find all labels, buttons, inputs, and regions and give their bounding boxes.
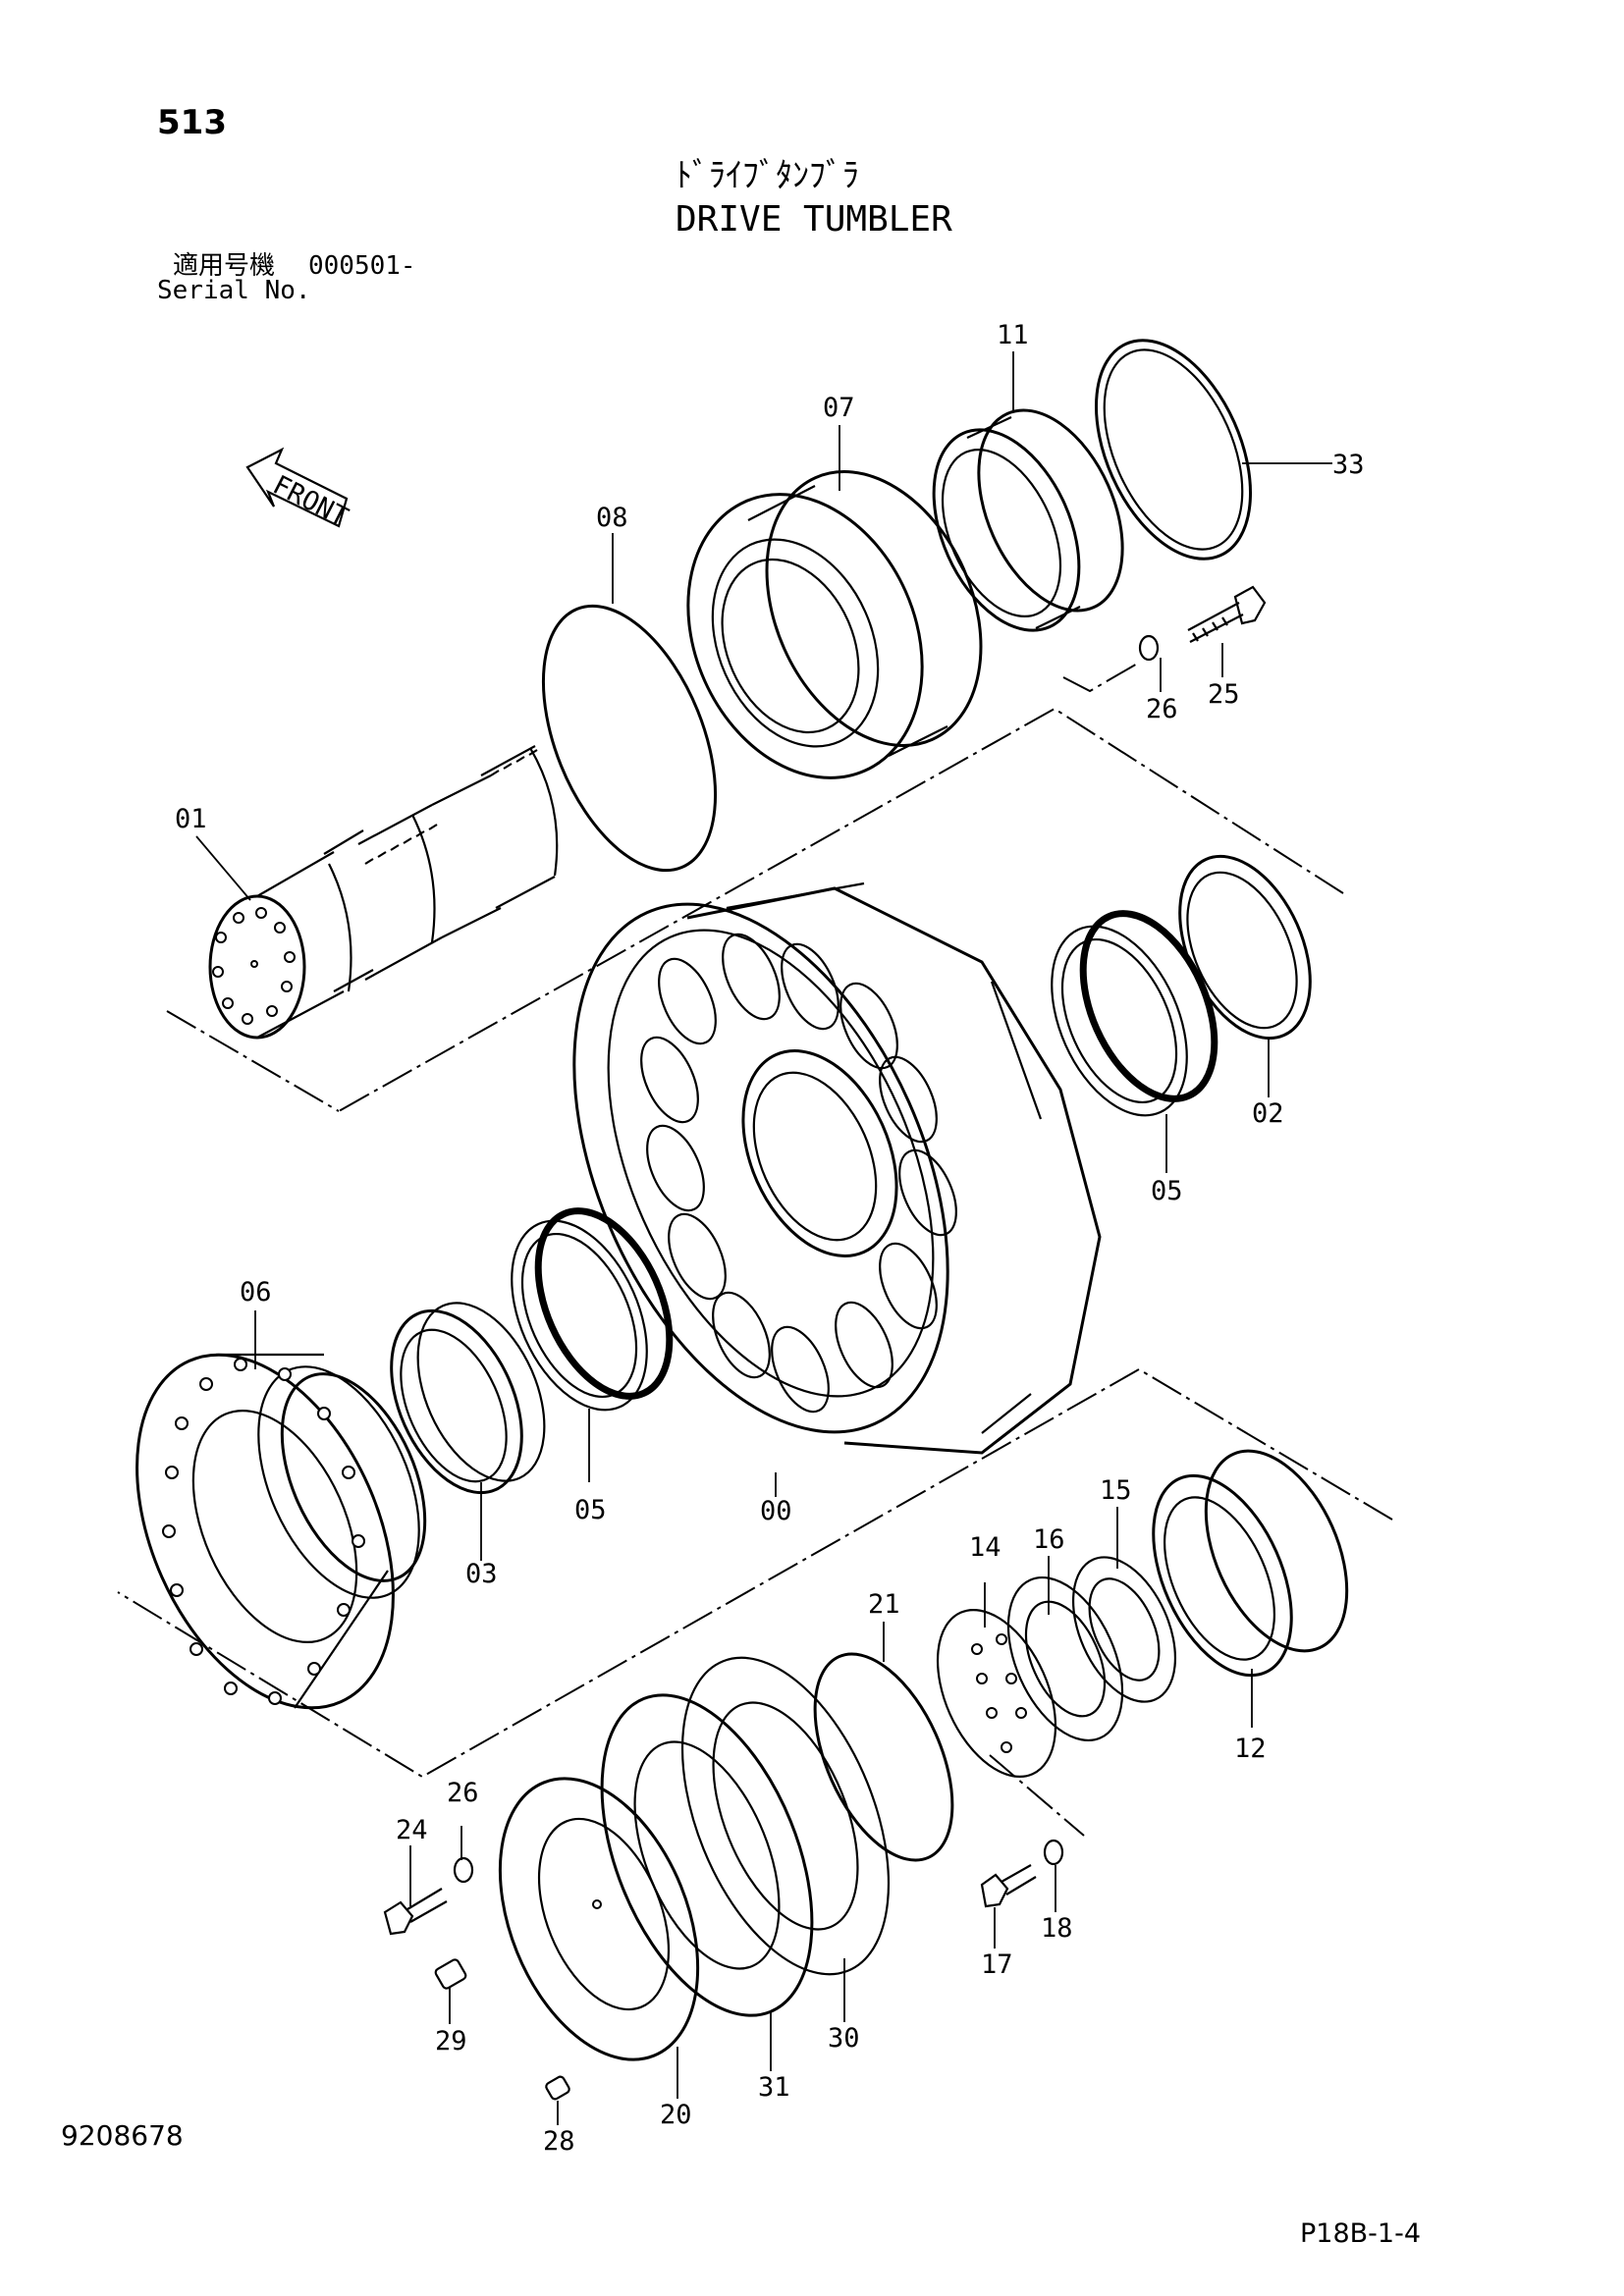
part-label-15: 15 [1100, 1475, 1132, 1506]
page-number: 513 [157, 103, 227, 142]
front-arrow-icon: FRONT [245, 447, 352, 534]
part-label-17: 17 [981, 1949, 1013, 1980]
part-label-21: 21 [868, 1589, 900, 1620]
ring-33 [1094, 339, 1253, 561]
part-label-12: 12 [1234, 1734, 1267, 1764]
part-label-07: 07 [823, 393, 855, 423]
part-label-20: 20 [660, 2100, 692, 2130]
bearing-11 [932, 408, 1124, 632]
front-arrow-label: FRONT [268, 470, 352, 534]
part-label-03: 03 [465, 1559, 498, 1589]
thrust-plate-14 [936, 1609, 1057, 1778]
serial-label-english: Serial No. [157, 276, 311, 305]
part-label-11: 11 [997, 320, 1029, 350]
o-ring-08 [541, 604, 718, 873]
part-label-08: 08 [596, 503, 628, 533]
plug-29 [434, 1958, 467, 1990]
plug-28 [545, 2075, 570, 2101]
part-label-02: 02 [1252, 1098, 1284, 1129]
part-label-26-lower: 26 [447, 1778, 479, 1808]
title-english: DRIVE TUMBLER [676, 199, 952, 240]
washer-26-upper [1138, 634, 1160, 662]
shaft-part [208, 745, 559, 1040]
leader-lines [195, 351, 1332, 2125]
part-label-26-upper: 26 [1146, 694, 1178, 724]
part-label-01: 01 [175, 804, 207, 834]
bolt-17 [980, 1864, 1037, 1908]
title-japanese: ﾄﾞﾗｲﾌﾞﾀﾝﾌﾞﾗ [676, 156, 859, 195]
shim-16 [1006, 1575, 1124, 1742]
bolt-24 [383, 1888, 448, 1936]
part-label-33: 33 [1332, 450, 1365, 480]
part-label-00: 00 [760, 1496, 792, 1526]
flange-06 [135, 1353, 427, 1710]
floating-seal-05-lower [511, 1207, 674, 1412]
part-label-31: 31 [758, 2072, 790, 2103]
part-label-16: 16 [1033, 1524, 1065, 1555]
drive-tumbler-00 [572, 881, 1102, 1455]
part-label-06: 06 [240, 1277, 272, 1308]
assembly-boundary-lines [117, 662, 1393, 1837]
washer-26-lower [453, 1856, 474, 1884]
serial-value: 000501- [308, 251, 416, 281]
bearing-12 [1152, 1449, 1349, 1678]
o-ring-21 [813, 1652, 954, 1862]
serial-label-japanese: 適用号機 [173, 251, 276, 281]
part-label-05-lower: 05 [574, 1495, 607, 1525]
part-label-18: 18 [1041, 1913, 1073, 1944]
part-label-28: 28 [543, 2126, 575, 2157]
part-label-25: 25 [1208, 679, 1240, 710]
washer-18 [1043, 1839, 1064, 1866]
part-label-05-upper: 05 [1151, 1176, 1183, 1206]
cover-20 [498, 1777, 700, 2061]
part-label-14: 14 [969, 1532, 1001, 1563]
page-code: P18B-1-4 [1300, 2218, 1422, 2249]
retainer-ring-03 [390, 1302, 546, 1495]
part-label-30: 30 [828, 2023, 860, 2054]
document-number: 9208678 [61, 2119, 184, 2152]
floating-seal-05-upper [1051, 910, 1218, 1117]
bolt-25 [1187, 585, 1267, 643]
part-label-24: 24 [396, 1815, 428, 1845]
part-label-29: 29 [435, 2026, 467, 2056]
plate-15 [1071, 1556, 1177, 1703]
gasket-30 [680, 1656, 891, 1976]
